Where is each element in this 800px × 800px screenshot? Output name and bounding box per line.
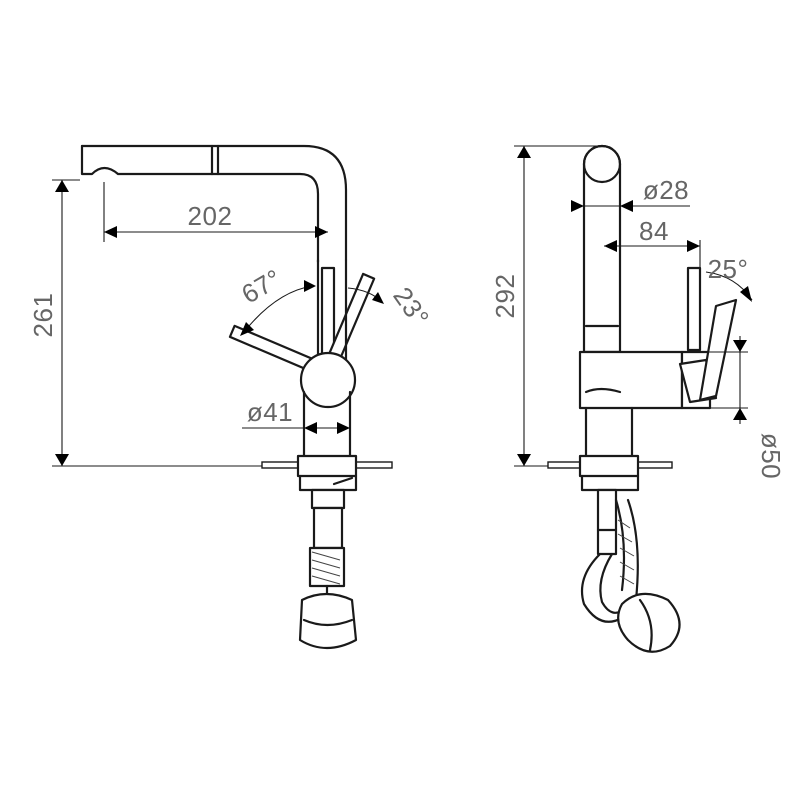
dimension-front-diameter: ø41 <box>242 397 350 434</box>
dimension-label-261: 261 <box>28 293 58 338</box>
dimension-side-spout-diameter: ø28 <box>571 175 690 212</box>
dimension-label-d50: ø50 <box>756 433 786 479</box>
side-handle <box>678 266 738 410</box>
dimension-side-handle-offset: 84 <box>604 216 701 268</box>
dimension-label-d28: ø28 <box>643 175 689 205</box>
dimension-label-292: 292 <box>490 274 520 319</box>
dimension-front-angles: 67° 23° <box>236 263 435 336</box>
dimension-label-23deg: 23° <box>387 282 435 333</box>
dimension-label-84: 84 <box>639 216 669 246</box>
front-view: 261 202 67° 23° ø41 <box>28 144 435 650</box>
front-spout <box>80 144 348 264</box>
dimension-front-reach: 202 <box>103 182 328 242</box>
dimension-side-handle-angle: 25° <box>705 254 753 302</box>
dimension-side-body-diameter: ø50 <box>700 336 786 479</box>
side-view: 292 ø28 84 25° <box>490 144 786 653</box>
dimension-label-25deg: 25° <box>708 254 749 284</box>
side-spout <box>582 144 622 354</box>
dimension-front-height: 261 <box>28 179 262 467</box>
side-base <box>547 454 681 653</box>
dimension-label-67deg: 67° <box>236 263 286 309</box>
dimension-label-d41: ø41 <box>247 397 293 427</box>
dimension-label-202: 202 <box>188 201 233 231</box>
front-body <box>299 258 357 464</box>
side-body <box>578 350 684 464</box>
dimension-side-height: 292 <box>490 145 600 467</box>
front-base <box>261 454 393 650</box>
